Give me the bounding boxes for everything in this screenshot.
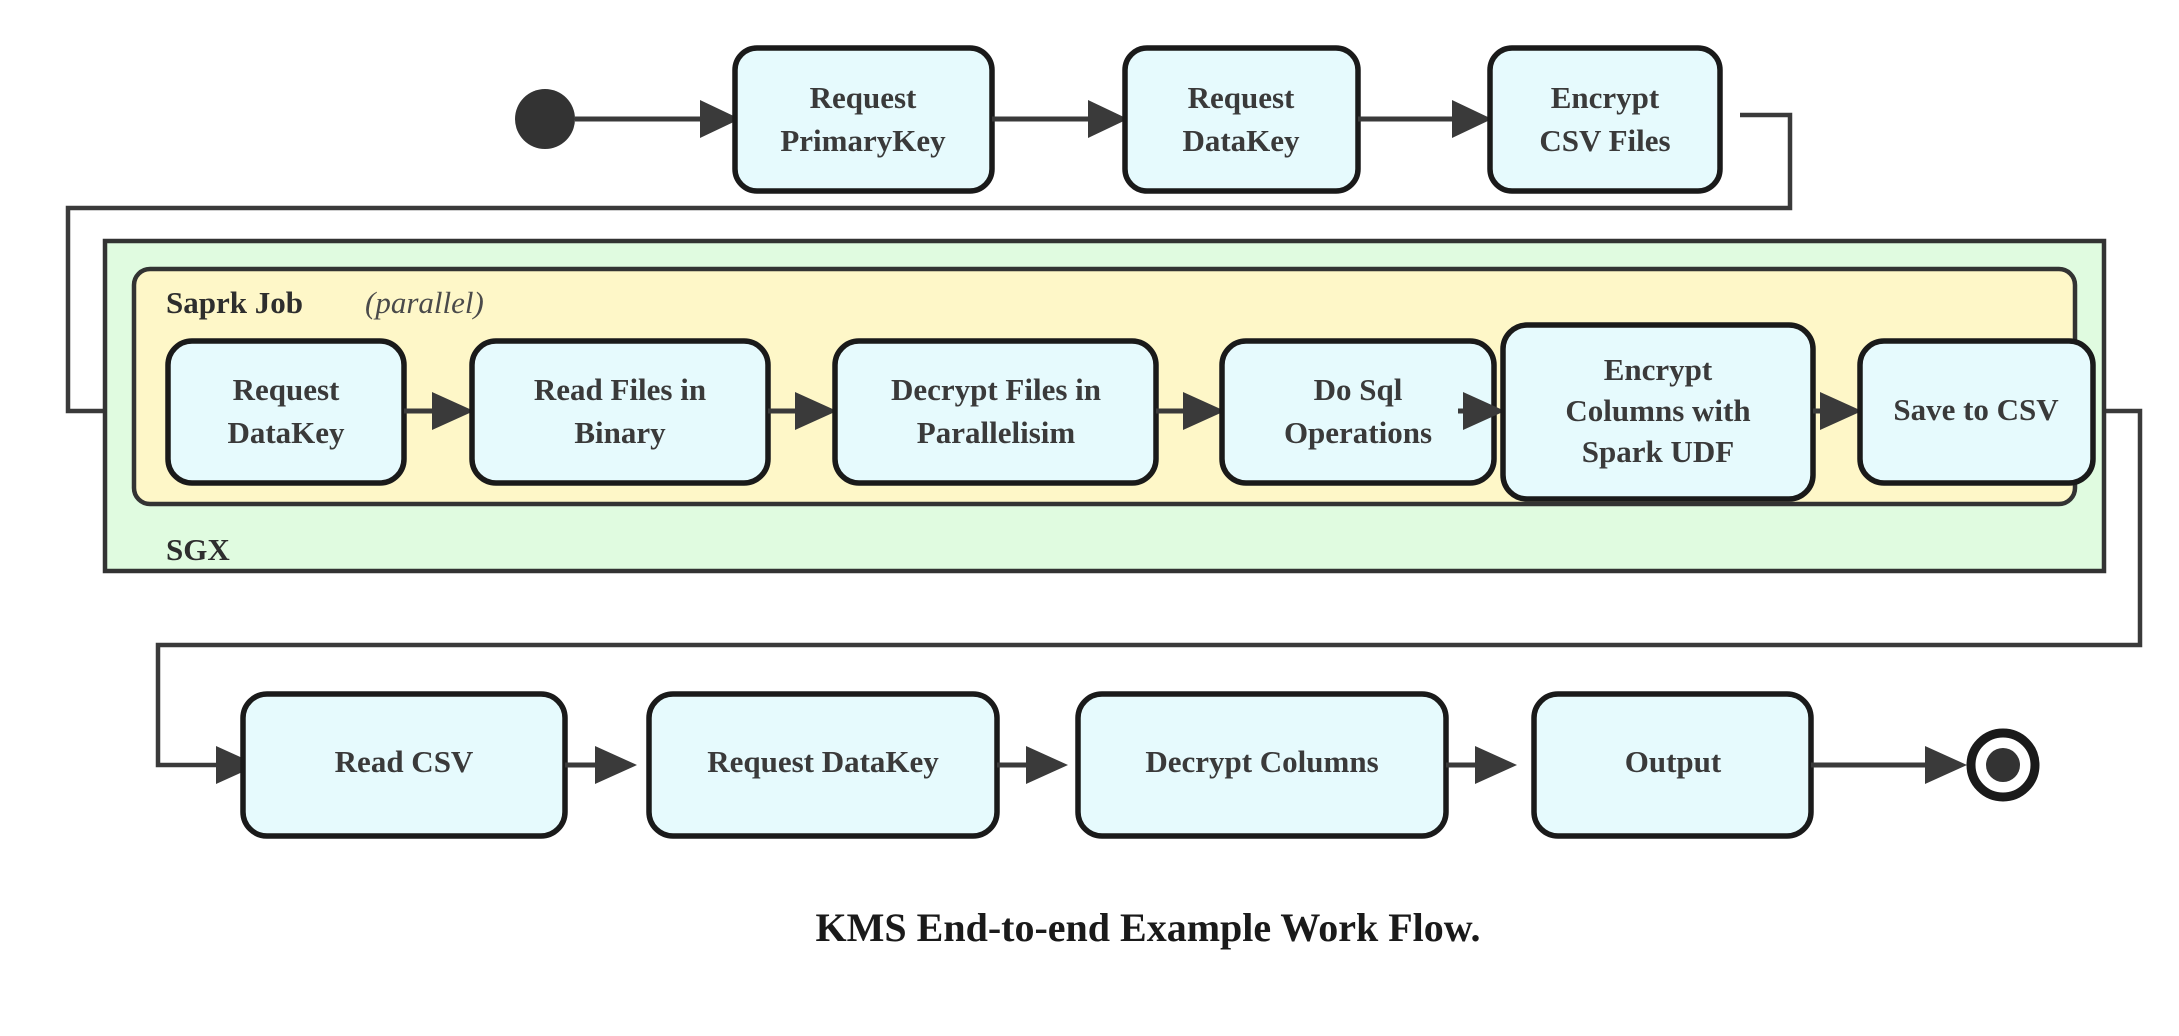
arrowhead-end-node xyxy=(1925,746,1967,784)
edge-save-csv-to-read-csv xyxy=(155,408,2143,768)
node-save-to-csv-shape[interactable] xyxy=(1857,338,2096,486)
node-encrypt-csv-files-shape[interactable] xyxy=(1487,45,1723,194)
node-output-shape[interactable] xyxy=(1531,691,1814,839)
node-do-sql-operations[interactable]: Do Sql Operations xyxy=(1219,338,1497,486)
arrowhead-decrypt-files-in-parallelisim xyxy=(795,392,837,430)
arrowhead-save-to-csv xyxy=(1820,392,1862,430)
node-decrypt-columns[interactable]: Decrypt Columns xyxy=(1075,691,1449,839)
node-request-datakey-mid-shape[interactable] xyxy=(165,338,407,486)
arrowhead-do-sql-operations xyxy=(1183,392,1225,430)
arrowhead-encrypt-columns-with-spark-udf xyxy=(1463,392,1505,430)
node-read-files-in-binary[interactable]: Read Files in Binary xyxy=(469,338,771,486)
arrowhead-request-primarykey xyxy=(700,100,740,138)
start-node xyxy=(515,89,575,149)
node-request-primarykey-shape[interactable] xyxy=(732,45,995,194)
arrowhead-request-datakey-top xyxy=(1088,100,1128,138)
node-encrypt-columns-with-spark-udf-shape[interactable] xyxy=(1500,322,1816,502)
diagram-caption: KMS End-to-end Example Work Flow. xyxy=(816,905,1481,950)
end-node xyxy=(1966,728,2040,802)
node-decrypt-columns-shape[interactable] xyxy=(1075,691,1449,839)
node-decrypt-files-in-parallelisim-shape[interactable] xyxy=(832,338,1159,486)
sgx-group-label: SGX xyxy=(166,532,230,567)
node-request-datakey-bottom[interactable]: Request DataKey xyxy=(646,691,1000,839)
node-request-datakey-top-shape[interactable] xyxy=(1122,45,1361,194)
node-decrypt-files-in-parallelisim[interactable]: Decrypt Files in Parallelisim xyxy=(832,338,1159,486)
node-output[interactable]: Output xyxy=(1531,691,1814,839)
end-node-dot xyxy=(1986,748,2020,782)
node-read-csv[interactable]: Read CSV xyxy=(240,691,568,839)
arrowhead-decrypt-columns xyxy=(1026,746,1068,784)
node-read-csv-shape[interactable] xyxy=(240,691,568,839)
arrowhead-output xyxy=(1475,746,1517,784)
node-request-primarykey[interactable]: Request PrimaryKey xyxy=(732,45,995,194)
spark-job-group-label: Saprk Job xyxy=(166,285,303,320)
node-encrypt-columns-with-spark-udf[interactable]: Encrypt Columns with Spark UDF xyxy=(1500,322,1816,502)
spark-job-parallel-qualifier: (parallel) xyxy=(365,285,484,320)
node-request-datakey-top[interactable]: Request DataKey xyxy=(1122,45,1361,194)
arrowhead-request-datakey-bottom xyxy=(595,746,637,784)
node-request-datakey-bottom-shape[interactable] xyxy=(646,691,1000,839)
node-do-sql-operations-shape[interactable] xyxy=(1219,338,1497,486)
node-read-files-in-binary-shape[interactable] xyxy=(469,338,771,486)
node-save-to-csv[interactable]: Save to CSV xyxy=(1857,338,2096,486)
node-encrypt-csv-files[interactable]: Encrypt CSV Files xyxy=(1487,45,1723,194)
node-request-datakey-mid[interactable]: Request DataKey xyxy=(165,338,407,486)
arrowhead-read-csv-entry xyxy=(216,746,258,784)
arrowhead-encrypt-csv-files xyxy=(1452,100,1492,138)
edge-encrypt-csv-to-spark-entry xyxy=(65,112,1793,414)
arrowhead-read-files-in-binary xyxy=(432,392,474,430)
